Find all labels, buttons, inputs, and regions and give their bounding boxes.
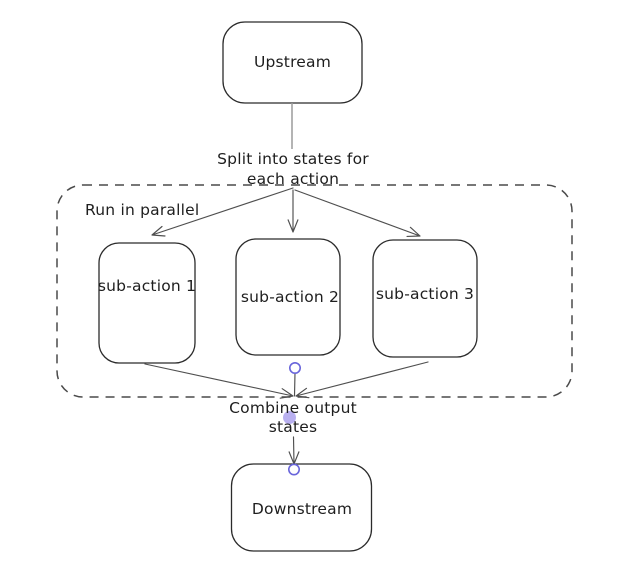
- split-label-line2: each action: [247, 170, 339, 188]
- upstream-node-label: Upstream: [254, 53, 331, 71]
- sub-action-2-output-port-circle[interactable]: [288, 361, 301, 374]
- parallel-group-label: Run in parallel: [85, 201, 199, 219]
- combine-label-dot: [283, 411, 296, 424]
- split-arrow-to-sub-action-2[interactable]: [287, 189, 299, 233]
- downstream-input-port-circle[interactable]: [287, 463, 300, 476]
- downstream-node[interactable]: [230, 463, 373, 552]
- sub-action-2-label: sub-action 2: [241, 288, 339, 306]
- sub-action-1-node[interactable]: [98, 242, 196, 364]
- combine-label-line2: states: [269, 418, 318, 436]
- combine-arrow-from-sub-action-3[interactable]: [295, 361, 429, 399]
- sub-action-3-label: sub-action 3: [376, 285, 474, 303]
- combine-connector-from-sub-action-2[interactable]: [293, 372, 296, 397]
- split-arrow-to-sub-action-3[interactable]: [294, 189, 421, 237]
- parallel-group-boundary[interactable]: [56, 184, 573, 398]
- combine-label-line1: Combine output: [229, 399, 357, 417]
- split-arrow-to-sub-action-1[interactable]: [151, 187, 294, 237]
- downstream-node-label: Downstream: [252, 500, 352, 518]
- combine-arrow-from-sub-action-1[interactable]: [144, 363, 294, 399]
- sub-action-1-label: sub-action 1: [98, 277, 196, 295]
- sub-action-3-node[interactable]: [372, 239, 478, 358]
- combine-to-downstream-arrow[interactable]: [288, 436, 300, 465]
- sub-action-2-node[interactable]: [235, 238, 341, 356]
- split-label-line1: Split into states for: [217, 150, 369, 168]
